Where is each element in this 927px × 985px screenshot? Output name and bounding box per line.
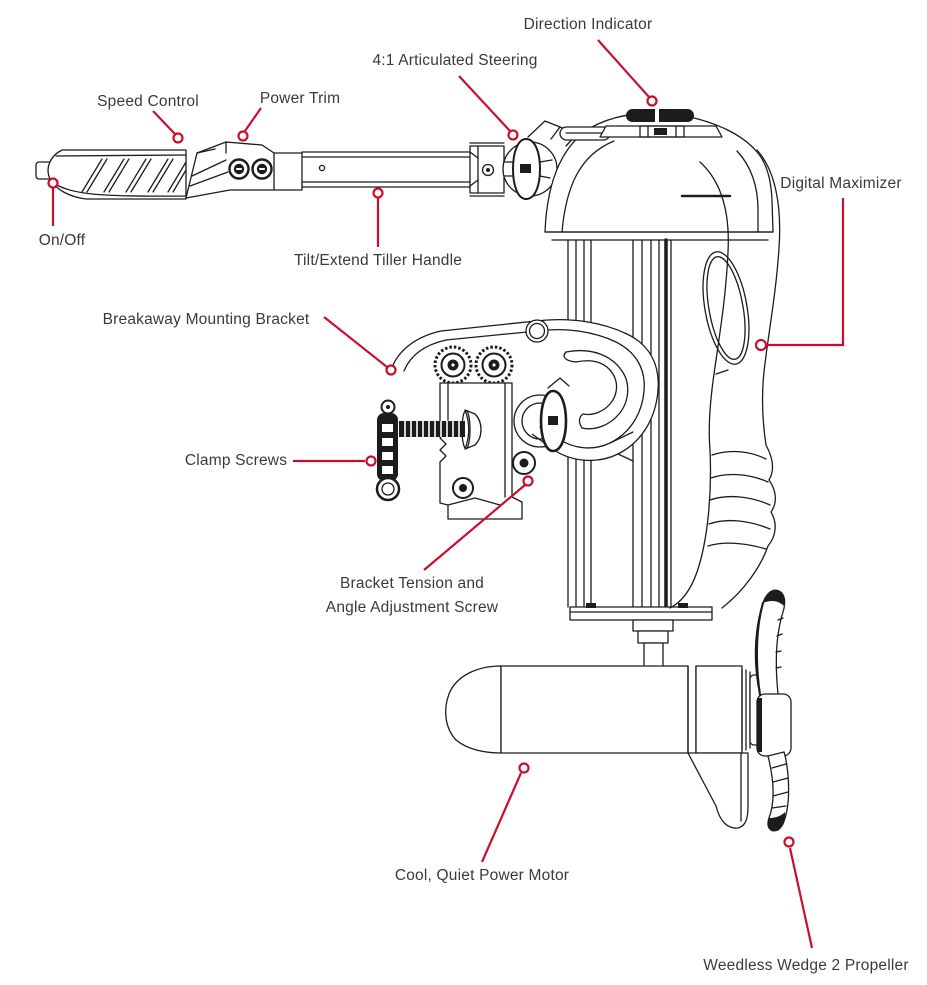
callout-cool-quiet-motor <box>480 762 530 863</box>
label-bracket-tension: Bracket Tension and Angle Adjustment Scr… <box>326 574 498 617</box>
label-on-off: On/Off <box>38 232 86 249</box>
mounting-bracket <box>375 319 659 520</box>
label-articulated-steering: 4:1 Articulated Steering <box>372 52 538 69</box>
motor-top-plate <box>569 606 713 621</box>
power-motor-unit <box>445 665 761 829</box>
callout-digital-maximizer <box>754 198 845 352</box>
callout-direction-indicator <box>597 39 658 107</box>
label-breakaway-bracket: Breakaway Mounting Bracket <box>102 311 310 328</box>
label-power-trim: Power Trim <box>259 90 341 107</box>
callout-lines <box>47 39 845 949</box>
callout-tilt-extend <box>372 187 384 247</box>
label-clamp-screws: Clamp Screws <box>184 452 288 469</box>
callout-breakaway-bracket <box>323 316 397 376</box>
label-cool-quiet-motor: Cool, Quiet Power Motor <box>394 867 570 884</box>
clamp-screw <box>375 399 482 502</box>
label-direction-indicator: Direction Indicator <box>523 16 653 33</box>
skeg-fin <box>687 752 749 829</box>
propeller <box>754 589 792 832</box>
label-weedless-propeller: Weedless Wedge 2 Propeller <box>703 957 909 974</box>
label-bracket-tension-line2: Angle Adjustment Screw <box>325 599 499 616</box>
label-digital-maximizer: Digital Maximizer <box>780 175 902 192</box>
callout-clamp-screws <box>293 455 377 467</box>
direction-indicator-strip <box>599 109 723 138</box>
steering-joint <box>469 120 578 200</box>
side-cowl-grip <box>669 149 781 609</box>
grip-hatching <box>81 158 187 193</box>
label-tilt-extend-tiller: Tilt/Extend Tiller Handle <box>293 252 463 269</box>
callout-on-off <box>47 177 59 226</box>
callout-bracket-tension <box>423 475 534 571</box>
callout-weedless-propeller <box>783 836 814 949</box>
label-speed-control: Speed Control <box>97 93 199 110</box>
power-trim-buttons <box>228 158 273 180</box>
callout-articulated-steering <box>458 75 519 141</box>
tiller-shaft <box>301 151 471 188</box>
tiller-handle <box>35 120 578 200</box>
callout-power-trim <box>237 107 262 142</box>
grip-cutout <box>702 251 750 365</box>
tension-adjustment-screw <box>512 377 570 475</box>
callout-speed-control <box>152 110 184 144</box>
motor-head <box>544 109 774 241</box>
label-bracket-tension-line1: Bracket Tension and <box>340 575 484 592</box>
